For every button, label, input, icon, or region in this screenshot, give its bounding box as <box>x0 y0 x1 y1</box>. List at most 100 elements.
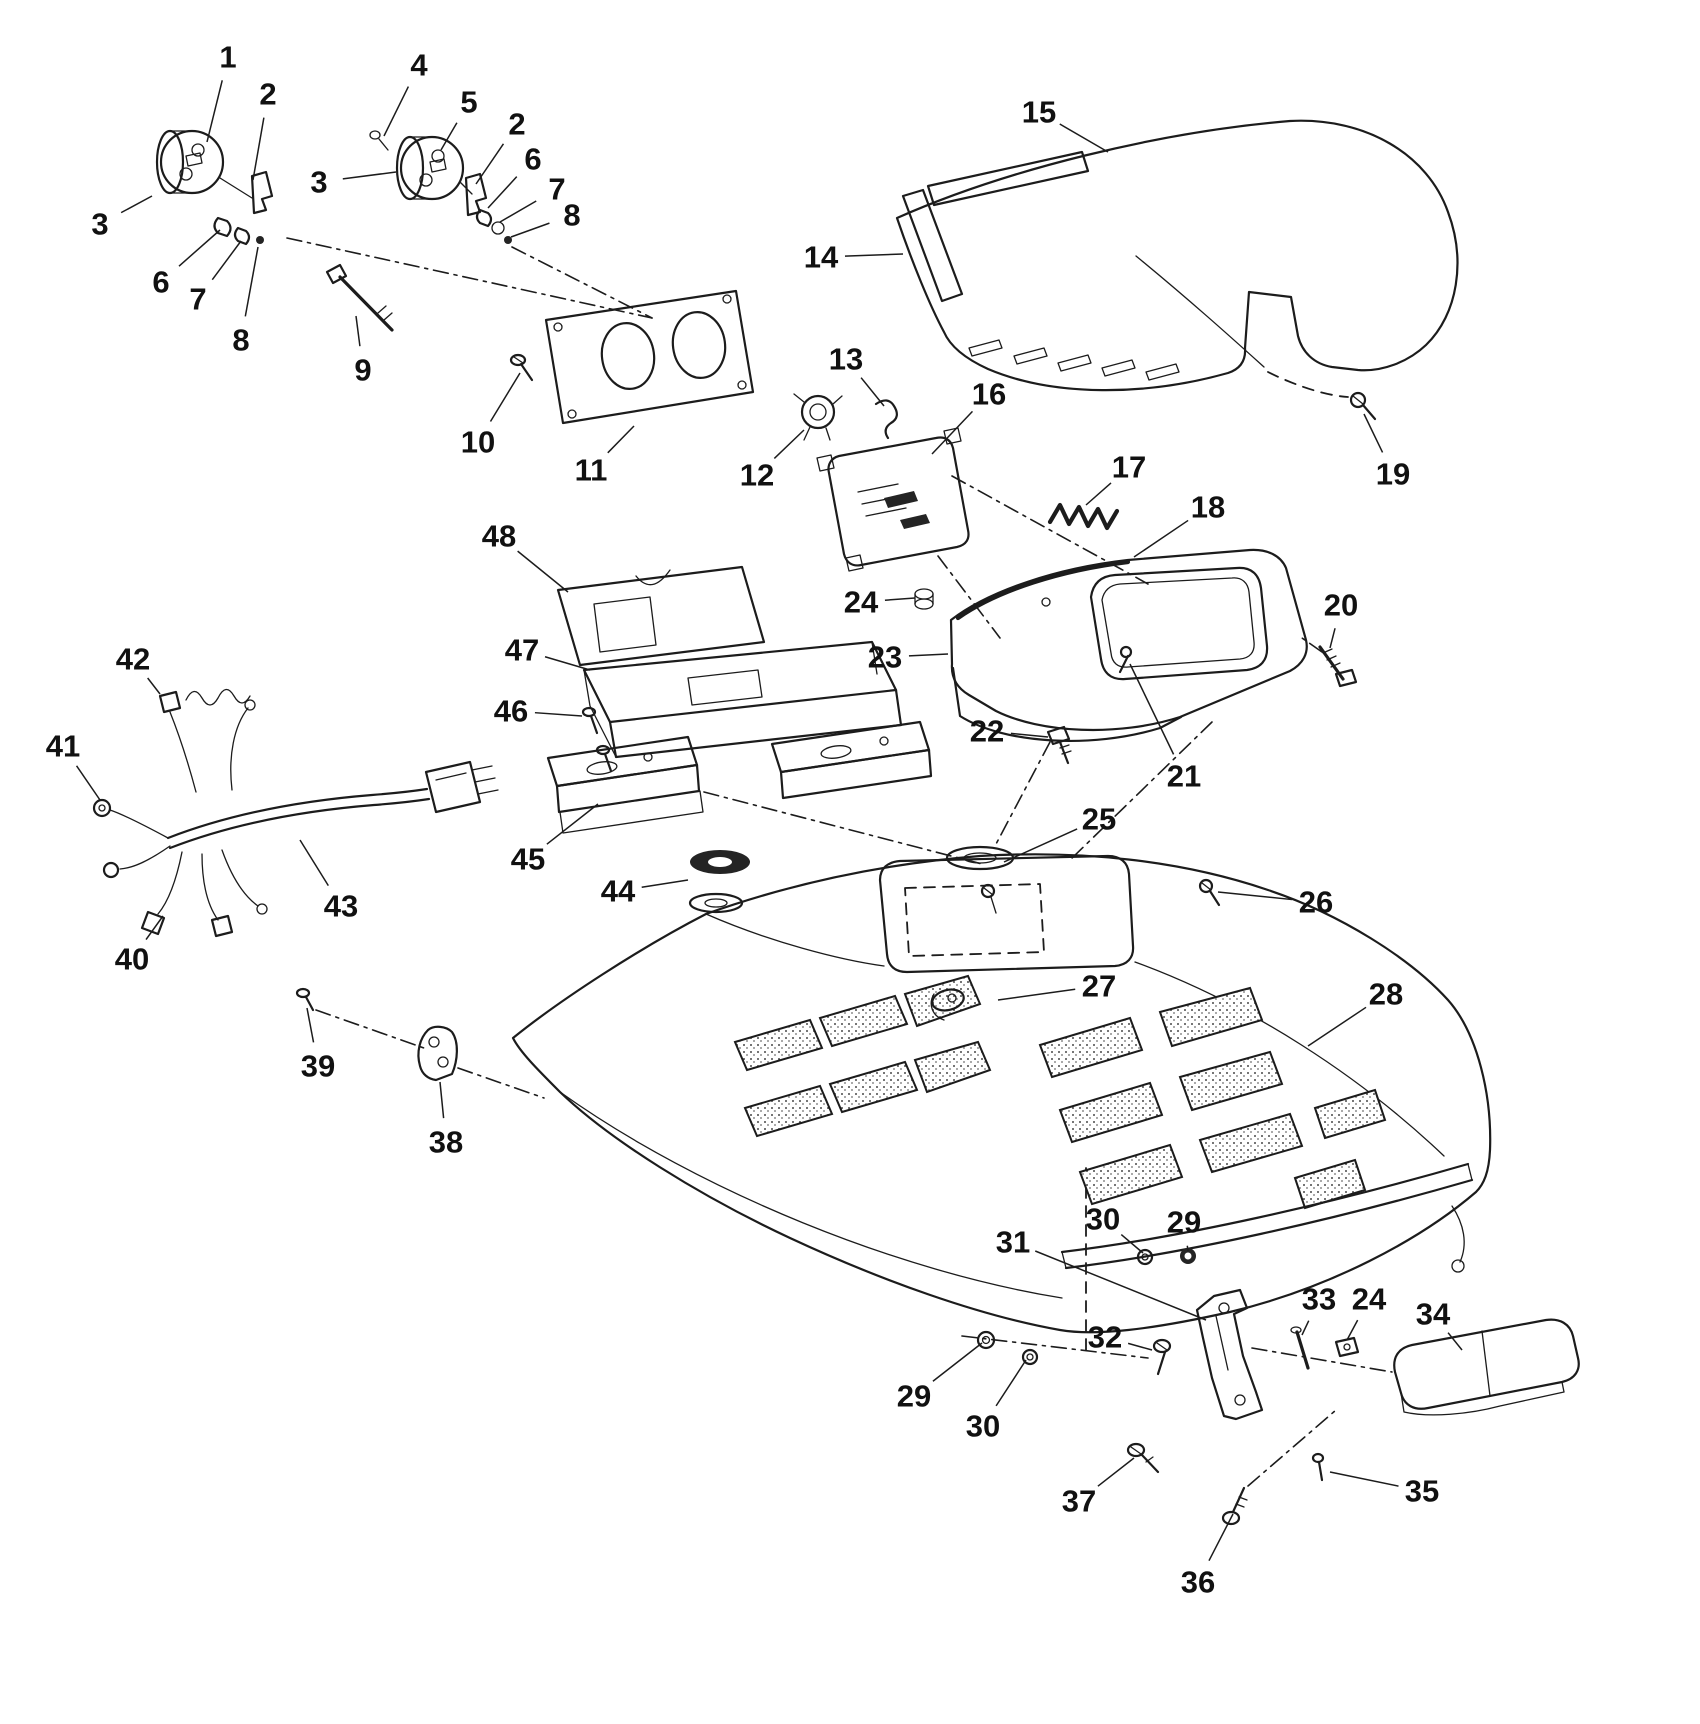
knob-body-lines <box>409 136 433 200</box>
screw-shaft <box>519 362 534 382</box>
callout-9: 9 <box>354 353 371 388</box>
screw-35 <box>1311 1452 1325 1482</box>
connector-40 <box>140 910 166 936</box>
leader-line-15 <box>1059 123 1109 153</box>
axis-choke-left <box>286 237 653 319</box>
bolt-threads <box>377 305 393 321</box>
foam-inner-mark <box>593 596 657 653</box>
panel-screw-hole <box>553 322 563 332</box>
washer-30b <box>1021 1348 1039 1366</box>
leader-line-38 <box>439 1081 445 1119</box>
headlight-pod-assembly <box>914 548 1358 765</box>
callout-20: 20 <box>1324 588 1358 623</box>
hood-vents-right <box>1038 986 1387 1210</box>
callout-48: 48 <box>482 519 516 554</box>
axis-choke-right <box>511 246 653 319</box>
callout-16: 16 <box>972 377 1006 412</box>
foam-notch <box>635 569 671 586</box>
leader-line-27 <box>997 988 1076 1001</box>
axis-windshield-screw <box>1267 371 1349 398</box>
callout-46: 46 <box>494 694 528 729</box>
bumper-34 <box>1393 1318 1580 1416</box>
leader-line-18 <box>1133 519 1189 558</box>
connector-42 <box>158 690 182 714</box>
leader-line-24 <box>1346 1319 1359 1341</box>
callout-13: 13 <box>829 342 863 377</box>
harness-branch <box>119 845 171 870</box>
windshield-slot <box>968 339 1003 357</box>
axis-headlight-lower <box>937 555 1001 639</box>
callout-29: 29 <box>1167 1205 1201 1240</box>
bulb-flange <box>800 394 836 430</box>
screw-32 <box>1152 1338 1172 1376</box>
screw-4-shaft <box>378 138 389 151</box>
callout-21: 21 <box>1167 759 1201 794</box>
box-ear <box>845 554 864 572</box>
leader-line-2 <box>252 117 265 181</box>
leader-line-4 <box>383 86 410 137</box>
axis-pod-to-hood <box>994 741 1051 847</box>
callout-14: 14 <box>804 240 839 275</box>
callout-34: 34 <box>1416 1297 1451 1332</box>
harness-branch <box>221 849 259 907</box>
axis-pod-to-hood-2 <box>1069 721 1213 861</box>
leader-line-34 <box>1447 1332 1463 1351</box>
foam-sheet-48 <box>556 565 766 667</box>
leader-line-3 <box>342 171 397 180</box>
callout-47: 47 <box>505 633 539 668</box>
knob-detail-hole <box>191 143 205 157</box>
leader-line-10 <box>489 372 521 422</box>
callout-24: 24 <box>844 585 879 620</box>
console-edges <box>583 641 878 758</box>
leader-line-26 <box>1217 891 1293 901</box>
leader-line-9 <box>355 315 361 347</box>
harness-branch <box>230 707 249 791</box>
plug-pins <box>435 765 499 795</box>
panel-plate <box>544 289 755 425</box>
callout-43: 43 <box>324 889 358 924</box>
ring-terminal-41 <box>92 798 112 818</box>
screw-slot <box>513 356 524 364</box>
knob-hub <box>429 158 447 173</box>
callout-10: 10 <box>461 425 495 460</box>
windshield-assembly <box>895 119 1459 421</box>
windshield-slot <box>1013 347 1048 365</box>
leader-line-41 <box>75 765 101 801</box>
bolt-9 <box>325 263 394 332</box>
connector-plug-43 <box>424 760 482 814</box>
leader-line-8 <box>244 246 259 317</box>
callout-37: 37 <box>1062 1484 1096 1519</box>
leader-line-48 <box>517 550 569 593</box>
clip-7 <box>233 226 251 246</box>
harness-branch <box>169 711 197 793</box>
hood-outline <box>511 853 1492 1334</box>
callout-8: 8 <box>563 198 580 233</box>
axis-screw39-bracket38 <box>315 1009 425 1049</box>
branch-terminal <box>256 903 268 915</box>
callout-11: 11 <box>575 453 608 488</box>
mount-bars-45 <box>546 720 933 834</box>
screw-head <box>509 353 527 367</box>
callout-2: 2 <box>259 77 276 112</box>
callout-15: 15 <box>1022 95 1056 130</box>
box-marking <box>900 514 930 529</box>
axis-headlight-upper <box>951 475 1149 585</box>
leader-line-7 <box>211 240 242 281</box>
console-stack <box>546 565 933 914</box>
leader-line-36 <box>1208 1513 1234 1562</box>
bulb-glass <box>809 403 827 421</box>
harness-trunk <box>166 787 429 840</box>
callout-33: 33 <box>1302 1282 1336 1317</box>
callout-36: 36 <box>1181 1565 1215 1600</box>
bottom-cluster <box>976 1248 1580 1526</box>
leader-line-17 <box>1085 482 1112 506</box>
harness-branch <box>157 851 183 915</box>
leader-line-20 <box>1329 628 1336 649</box>
connector-40b <box>210 914 234 938</box>
knob-detail-hole <box>179 167 193 181</box>
harness-branch <box>109 809 169 839</box>
callout-40: 40 <box>115 942 149 977</box>
axis-bracket-bumper <box>1251 1347 1393 1373</box>
clip-6 <box>475 208 493 228</box>
